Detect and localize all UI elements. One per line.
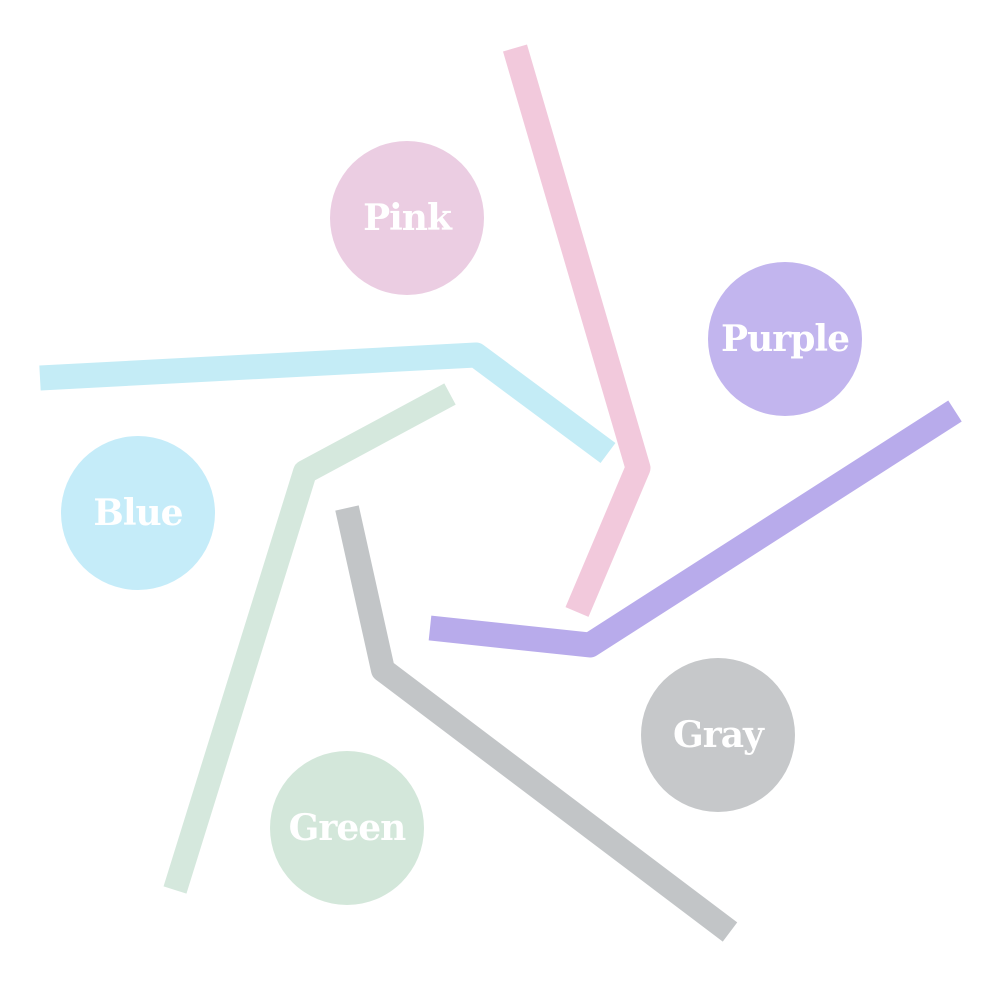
purple-straw: [428, 400, 962, 658]
swatch-green: Green: [270, 751, 424, 905]
swatch-label-blue: Blue: [93, 492, 183, 534]
swatch-pink: Pink: [330, 141, 484, 295]
swatch-gray: Gray: [641, 658, 795, 812]
swatch-label-gray: Gray: [673, 714, 764, 756]
gray-straw: [335, 505, 738, 942]
green-straw: [163, 383, 456, 894]
swatch-purple: Purple: [708, 262, 862, 416]
swatch-label-pink: Pink: [363, 197, 452, 239]
swatch-blue: Blue: [61, 436, 215, 590]
blue-straw: [39, 342, 616, 464]
swatch-label-purple: Purple: [721, 318, 850, 360]
pink-straw: [503, 44, 651, 617]
swatch-label-green: Green: [288, 807, 407, 849]
